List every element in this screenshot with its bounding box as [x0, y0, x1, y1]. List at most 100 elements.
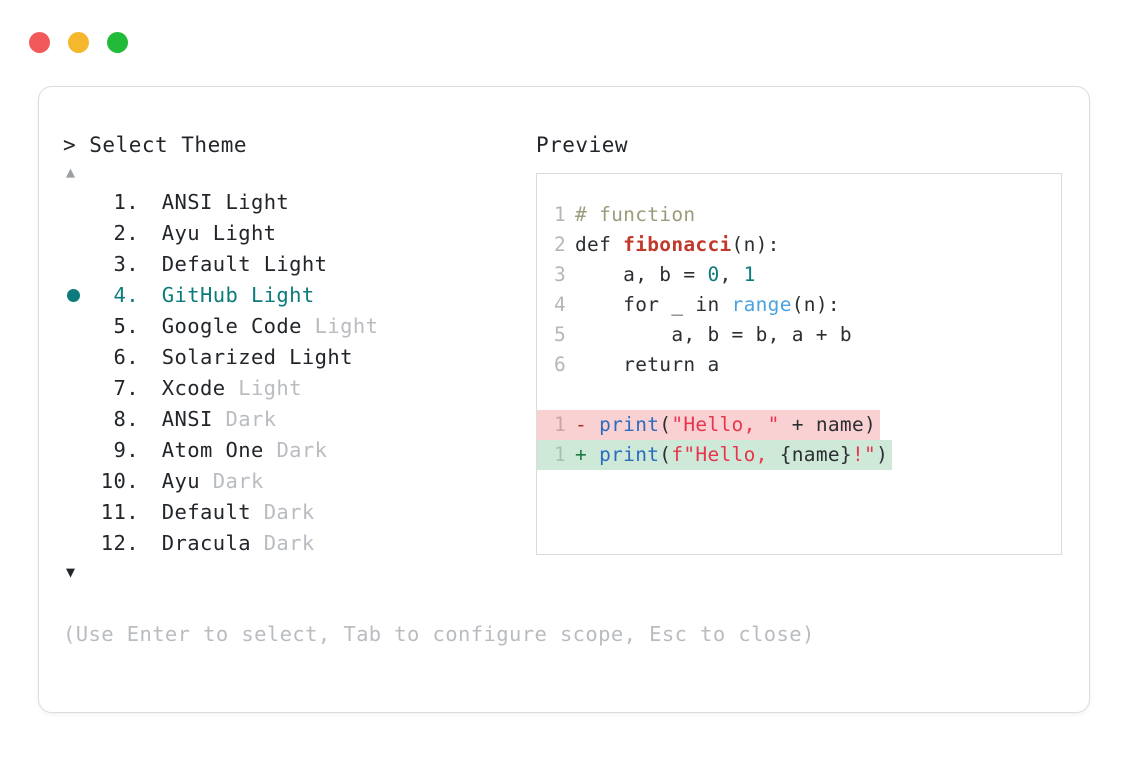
code-line-content: return a	[575, 350, 719, 380]
theme-item-variant: Light	[263, 252, 328, 276]
theme-list-item[interactable]: 1. ANSI Light	[63, 187, 533, 218]
theme-item-name: Google Code	[161, 314, 315, 338]
theme-item-number: 6.	[113, 345, 139, 369]
diff-line-add: 1+ print(f"Hello, {name}!")	[537, 440, 1061, 470]
code-token: a, b =	[575, 263, 708, 286]
code-token: 0	[707, 263, 720, 286]
code-token: return a	[575, 353, 720, 376]
theme-item-name: GitHub	[161, 283, 251, 307]
theme-item-gap	[139, 466, 162, 497]
code-line-number: 3	[553, 263, 566, 286]
theme-item-gap	[139, 404, 162, 435]
theme-list-item[interactable]: 5. Google Code Light	[63, 311, 533, 342]
scroll-down-arrow-icon[interactable]: ▼	[66, 563, 76, 581]
theme-item-variant: Dark	[225, 407, 277, 431]
theme-item-variant: Light	[212, 221, 277, 245]
theme-list-item[interactable]: 9. Atom One Dark	[63, 435, 533, 466]
code-token: "Hello, "	[671, 413, 780, 436]
code-spacer	[537, 380, 1061, 410]
code-token: range	[731, 293, 792, 316]
theme-item-gap	[139, 311, 162, 342]
diff-line-number: 1	[537, 440, 575, 470]
diff-line-content: + print(f"Hello, {name}!")	[575, 440, 893, 470]
theme-item-gap	[139, 435, 162, 466]
code-token: ,	[719, 263, 744, 286]
theme-list-item[interactable]: 4. GitHub Light	[63, 280, 533, 311]
window-traffic-lights	[29, 32, 128, 53]
code-token: (n):	[791, 293, 840, 316]
theme-item-number: 2.	[113, 221, 139, 245]
close-window-button[interactable]	[29, 32, 50, 53]
code-line-content: for _ in range(n):	[575, 290, 840, 320]
preview-label: Preview	[536, 133, 629, 157]
code-token: a, b = b, a + b	[575, 323, 852, 346]
theme-item-gap	[139, 187, 162, 218]
theme-list-item[interactable]: 10. Ayu Dark	[63, 466, 533, 497]
diff-line-number: 1	[537, 410, 575, 440]
theme-item-name: ANSI	[161, 190, 226, 214]
theme-list-item[interactable]: 2. Ayu Light	[63, 218, 533, 249]
theme-item-gap	[139, 249, 162, 280]
theme-item-variant: Light	[289, 345, 353, 369]
theme-item-number: 10.	[100, 469, 139, 493]
theme-list-item[interactable]: 11. Default Dark	[63, 497, 533, 528]
theme-item-gap	[139, 528, 162, 559]
theme-item-number: 12.	[100, 531, 139, 555]
theme-item-gap	[139, 342, 162, 373]
code-line-number: 4	[553, 293, 566, 316]
code-token: for _ in	[575, 293, 732, 316]
code-token: fibonacci	[623, 233, 732, 256]
scroll-up-arrow-icon[interactable]: ▲	[66, 163, 76, 181]
code-line-content: a, b = 0, 1	[575, 260, 756, 290]
theme-item-variant: Light	[250, 283, 315, 307]
theme-item-variant: Dark	[276, 438, 328, 462]
code-token: print	[599, 413, 660, 436]
code-line: 3 a, b = 0, 1	[537, 260, 1061, 290]
theme-item-gap	[139, 497, 162, 528]
prompt-label: > Select Theme	[63, 133, 248, 157]
theme-item-gap	[139, 373, 162, 404]
code-line: 5 a, b = b, a + b	[537, 320, 1061, 350]
code-line: 1 # function	[537, 200, 1061, 230]
selected-bullet-icon	[63, 282, 93, 313]
code-token: (n):	[731, 233, 780, 256]
code-line-number: 1	[553, 203, 566, 226]
theme-item-number: 3.	[113, 252, 139, 276]
diff-line-content: - print("Hello, " + name)	[575, 410, 881, 440]
code-line-number: 6	[553, 353, 566, 376]
code-token: # function	[575, 203, 696, 226]
theme-list-item[interactable]: 8. ANSI Dark	[63, 404, 533, 435]
theme-item-name: Dracula	[161, 531, 264, 555]
theme-item-name: Ayu	[161, 469, 213, 493]
theme-item-number: 9.	[113, 438, 139, 462]
theme-item-number: 5.	[113, 314, 139, 338]
code-token: {name}	[779, 443, 852, 466]
theme-item-number: 4.	[113, 283, 139, 307]
code-token: + name)	[779, 413, 877, 436]
diff-line-del: 1- print("Hello, " + name)	[537, 410, 1061, 440]
code-line: 4 for _ in range(n):	[537, 290, 1061, 320]
theme-item-number: 7.	[113, 376, 139, 400]
theme-list-item[interactable]: 6. Solarized Light	[63, 342, 533, 373]
theme-item-gap	[139, 280, 162, 311]
minimize-window-button[interactable]	[68, 32, 89, 53]
code-token: print	[599, 443, 660, 466]
keyboard-hint: (Use Enter to select, Tab to configure s…	[63, 622, 815, 646]
theme-item-name: Xcode	[161, 376, 239, 400]
theme-list-item[interactable]: 3. Default Light	[63, 249, 533, 280]
maximize-window-button[interactable]	[107, 32, 128, 53]
code-line-content: def fibonacci(n):	[575, 230, 780, 260]
code-token: (	[659, 413, 672, 436]
theme-list-item[interactable]: 12. Dracula Dark	[63, 528, 533, 559]
theme-item-name: Atom One	[161, 438, 277, 462]
theme-item-name: ANSI	[161, 407, 226, 431]
code-line-number: 2	[553, 233, 566, 256]
code-token: def	[575, 233, 624, 256]
theme-list-item[interactable]: 7. Xcode Light	[63, 373, 533, 404]
theme-item-name: Default	[161, 500, 264, 524]
theme-item-variant: Dark	[263, 531, 315, 555]
